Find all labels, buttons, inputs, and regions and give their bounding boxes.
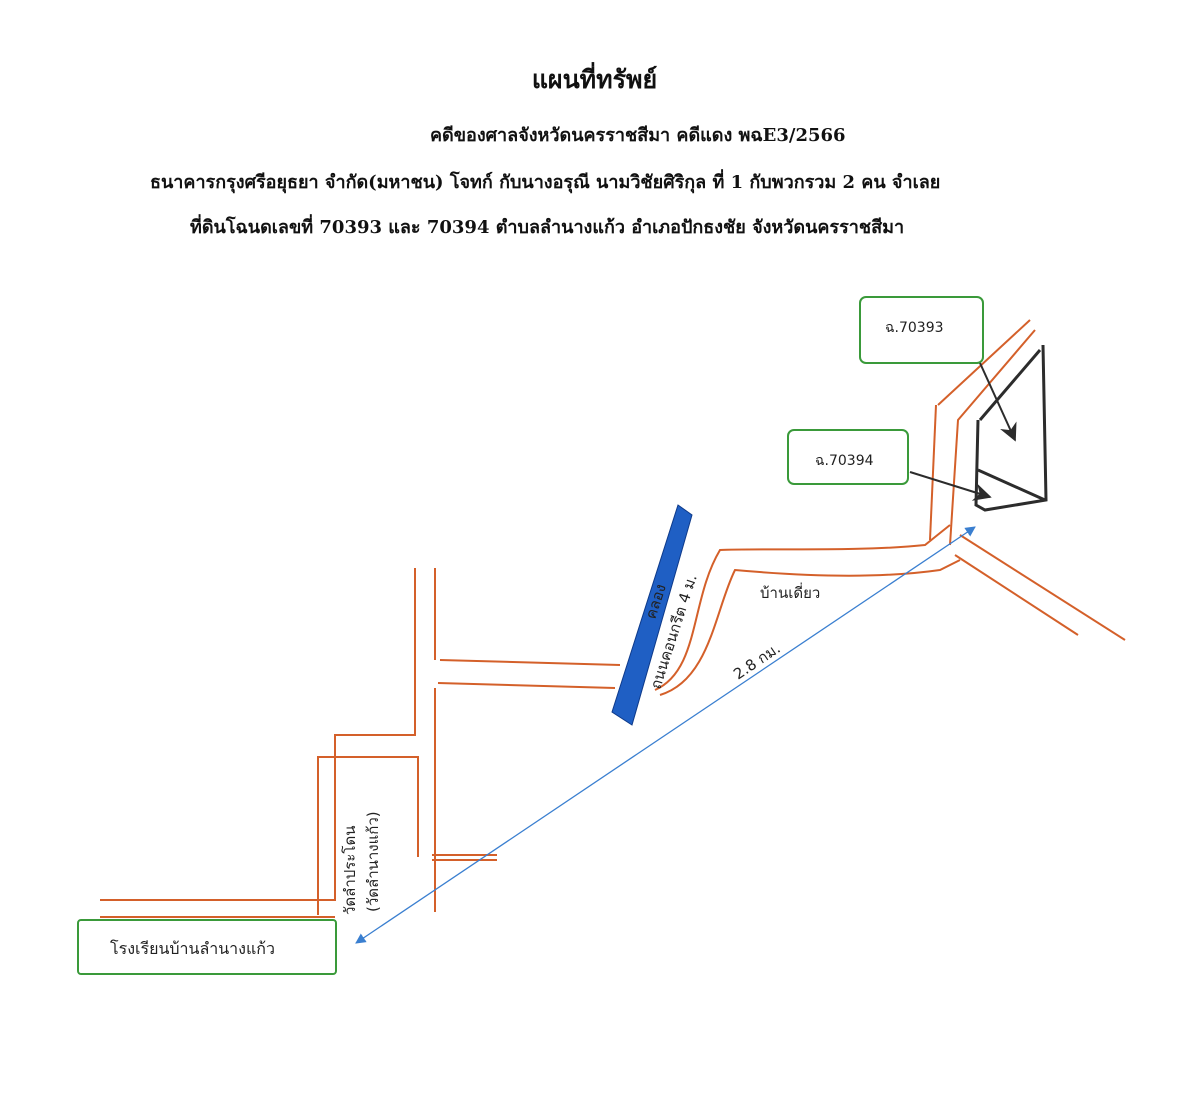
parcel-outline — [974, 344, 1048, 512]
parcel-a-label: ฉ.70393 — [885, 320, 944, 336]
parcel-b-box: ฉ.70394 — [787, 429, 909, 485]
distance-line — [355, 526, 976, 944]
parcel-b-label: ฉ.70394 — [815, 453, 874, 469]
parcel-a-box: ฉ.70393 — [859, 296, 984, 364]
map-title: แผนที่ทรัพย์ — [531, 65, 658, 94]
case-line: คดีของศาลจังหวัดนครราชสีมา คดีแดง พฉE3/2… — [430, 125, 846, 146]
school-label: โรงเรียนบ้านลำนางแก้ว — [110, 939, 275, 958]
temple-alt-label: (วัดลำนางแก้ว) — [364, 811, 382, 912]
temple-label: วัดลำประโดน — [341, 826, 359, 915]
parcel-b-arrow — [909, 471, 992, 501]
parties-line: ธนาคารกรุงศรีอยุธยา จำกัด(มหาชน) โจทก์ ก… — [150, 172, 941, 193]
parcel-a-arrow — [979, 362, 1017, 442]
road-lines — [100, 319, 1126, 918]
land-deed-line: ที่ดินโฉนดเลขที่ 70393 และ 70394 ตำบลลำน… — [190, 217, 905, 238]
school-box: โรงเรียนบ้านลำนางแก้ว — [77, 919, 337, 975]
village-label: บ้านเดี่ยว — [760, 582, 820, 602]
